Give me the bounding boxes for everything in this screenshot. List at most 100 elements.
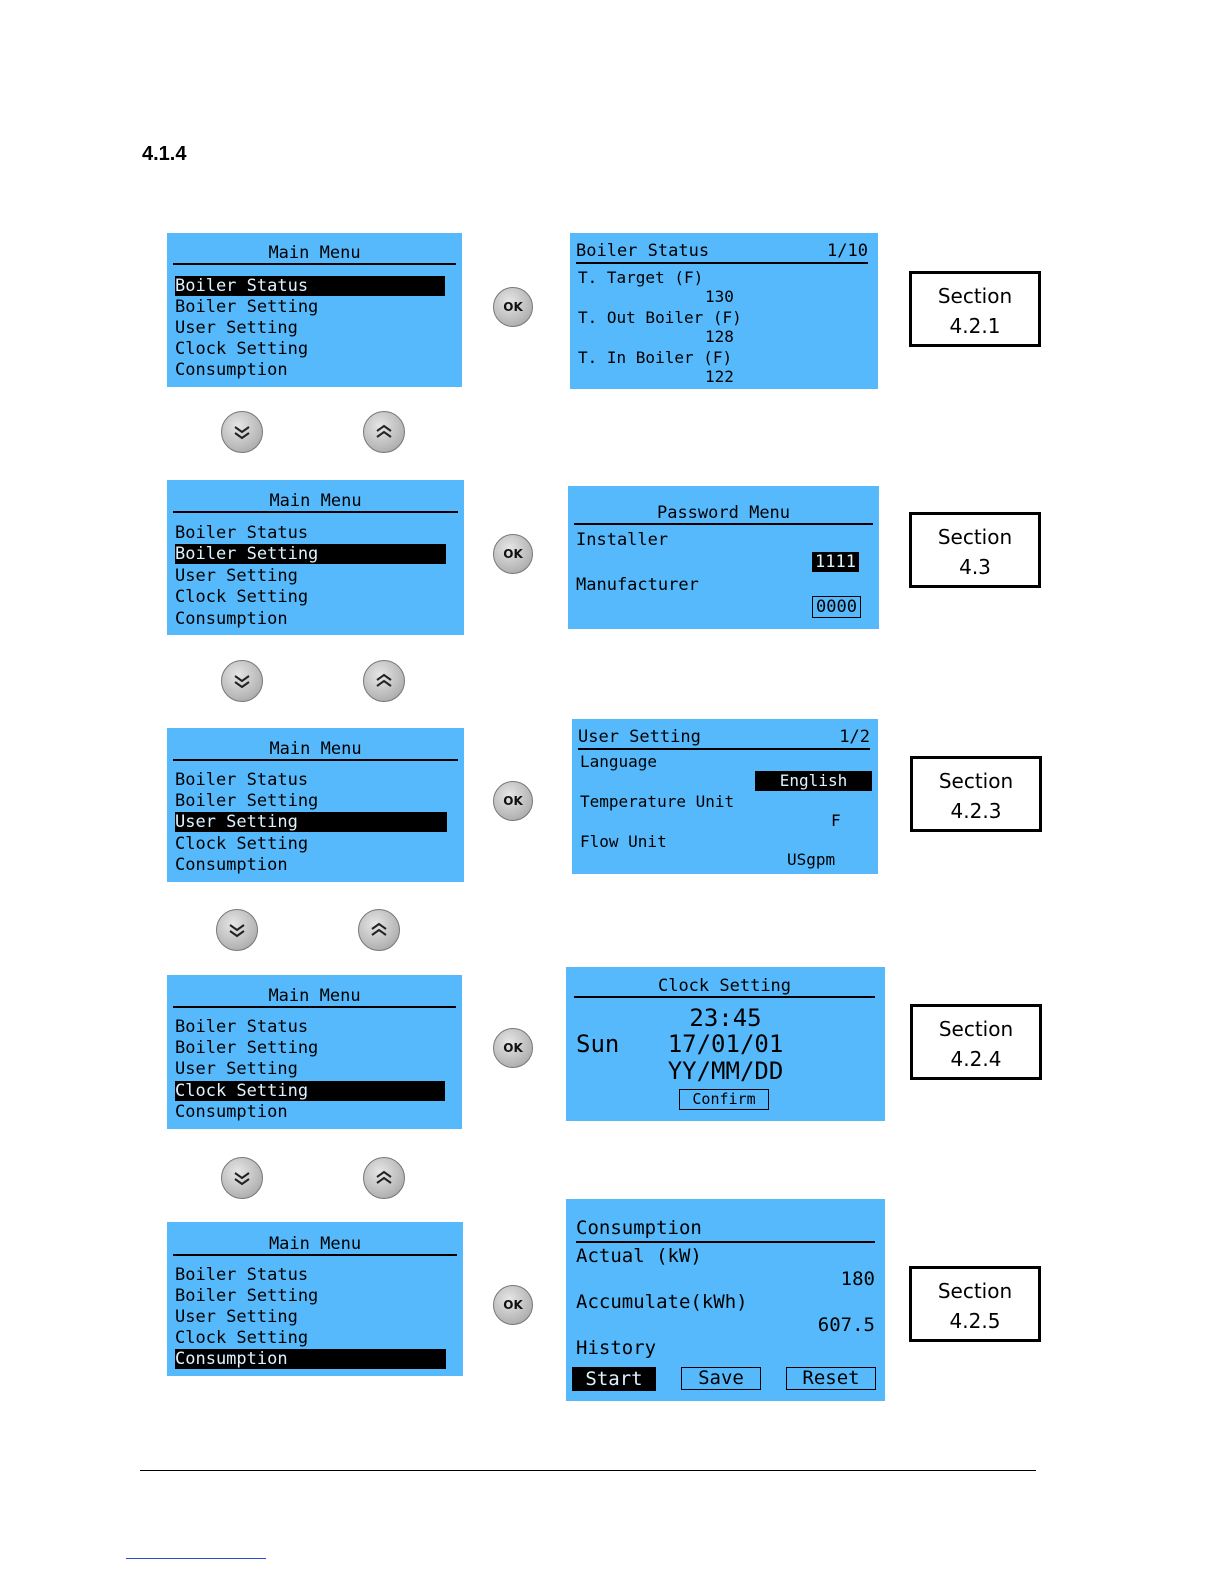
down-button[interactable]: [216, 909, 258, 951]
boiler-status-screen: Boiler Status 1/10 T. Target (F) 130 T. …: [570, 233, 878, 389]
menu-item-consumption[interactable]: Consumption: [175, 1102, 288, 1122]
main-menu-title: Main Menu: [173, 1234, 457, 1256]
menu-item-boiler-setting[interactable]: Boiler Setting: [175, 1038, 319, 1058]
down-button[interactable]: [221, 1157, 263, 1199]
flow-unit-value[interactable]: USgpm: [787, 850, 836, 869]
menu-item-user-setting[interactable]: User Setting: [175, 566, 298, 586]
menu-item-consumption[interactable]: Consumption: [175, 855, 288, 875]
down-button[interactable]: [221, 411, 263, 453]
installer-label: Installer: [576, 530, 669, 550]
main-menu-title: Main Menu: [173, 243, 456, 265]
section-ref-box: Section 4.2.5: [909, 1266, 1041, 1342]
menu-item-consumption[interactable]: Consumption: [175, 1349, 446, 1369]
user-setting-screen: User Setting 1/2 Language English Temper…: [572, 719, 878, 874]
flow-unit-label: Flow Unit: [580, 832, 667, 851]
menu-item-boiler-status[interactable]: Boiler Status: [175, 276, 445, 296]
double-chevron-down-icon: [234, 426, 250, 440]
manufacturer-password-field[interactable]: 0000: [812, 596, 861, 618]
section-ref-label: Section: [938, 1017, 1014, 1041]
menu-item-boiler-status[interactable]: Boiler Status: [175, 1265, 309, 1285]
t-out-boiler-label: T. Out Boiler (F): [578, 308, 742, 327]
ok-button[interactable]: OK: [493, 534, 533, 574]
section-ref-number: 4.2.5: [949, 1309, 1001, 1333]
menu-item-clock-setting[interactable]: Clock Setting: [175, 1328, 309, 1348]
menu-item-consumption[interactable]: Consumption: [175, 609, 288, 629]
up-button[interactable]: [363, 660, 405, 702]
save-button[interactable]: Save: [681, 1367, 761, 1390]
menu-item-user-setting[interactable]: User Setting: [175, 1059, 298, 1079]
t-target-value: 130: [705, 287, 734, 306]
double-chevron-up-icon: [371, 922, 387, 936]
double-chevron-down-icon: [229, 924, 245, 938]
double-chevron-up-icon: [376, 673, 392, 687]
main-menu-screen-3: Main Menu Boiler Status Boiler Setting U…: [167, 728, 464, 882]
main-menu-screen-5: Main Menu Boiler Status Boiler Setting U…: [167, 1222, 463, 1376]
clock-day[interactable]: Sun: [576, 1030, 620, 1058]
ok-button[interactable]: OK: [493, 1285, 533, 1325]
boiler-status-header: Boiler Status 1/10: [576, 241, 868, 264]
down-button[interactable]: [221, 660, 263, 702]
language-value[interactable]: English: [755, 771, 872, 791]
menu-item-user-setting[interactable]: User Setting: [175, 318, 298, 338]
menu-item-consumption[interactable]: Consumption: [175, 360, 288, 380]
main-menu-screen-2: Main Menu Boiler Status Boiler Setting U…: [167, 480, 464, 635]
section-heading: 4.1.4: [142, 143, 187, 165]
menu-item-clock-setting[interactable]: Clock Setting: [175, 834, 309, 854]
clock-setting-title: Clock Setting: [574, 976, 875, 998]
section-ref-box: Section 4.2.1: [909, 271, 1041, 347]
section-ref-label: Section: [937, 1279, 1013, 1303]
up-button[interactable]: [363, 411, 405, 453]
temperature-unit-value[interactable]: F: [831, 811, 841, 830]
start-button[interactable]: Start: [572, 1367, 656, 1391]
user-setting-header: User Setting 1/2: [578, 727, 870, 750]
section-ref-number: 4.2.1: [949, 314, 1001, 338]
ok-button[interactable]: OK: [493, 1028, 533, 1068]
up-button[interactable]: [358, 909, 400, 951]
menu-item-boiler-status[interactable]: Boiler Status: [175, 523, 309, 543]
consumption-title: Consumption: [576, 1217, 702, 1239]
double-chevron-down-icon: [234, 1172, 250, 1186]
manufacturer-label: Manufacturer: [576, 575, 699, 595]
section-ref-label: Section: [937, 284, 1013, 308]
boiler-status-page: 1/10: [827, 241, 868, 261]
clock-time[interactable]: 23:45: [689, 1004, 762, 1032]
t-target-label: T. Target (F): [578, 268, 704, 287]
confirm-button[interactable]: Confirm: [679, 1089, 769, 1110]
actual-label: Actual (kW): [576, 1245, 702, 1267]
menu-item-boiler-status[interactable]: Boiler Status: [175, 1017, 309, 1037]
reset-button[interactable]: Reset: [786, 1367, 876, 1390]
menu-item-clock-setting[interactable]: Clock Setting: [175, 339, 309, 359]
section-ref-number: 4.2.4: [950, 1047, 1002, 1071]
date-format: YY/MM/DD: [667, 1057, 784, 1085]
section-ref-box: Section 4.3: [909, 512, 1041, 588]
main-menu-title: Main Menu: [173, 986, 456, 1008]
password-menu-screen: Password Menu Installer 1111 Manufacture…: [568, 486, 879, 629]
menu-item-boiler-setting[interactable]: Boiler Setting: [175, 544, 446, 564]
consumption-header: Consumption: [576, 1217, 875, 1243]
menu-item-boiler-status[interactable]: Boiler Status: [175, 770, 309, 790]
menu-item-user-setting[interactable]: User Setting: [175, 1307, 298, 1327]
menu-item-boiler-setting[interactable]: Boiler Setting: [175, 297, 319, 317]
section-ref-label: Section: [938, 769, 1014, 793]
t-out-boiler-value: 128: [705, 327, 734, 346]
menu-item-clock-setting[interactable]: Clock Setting: [175, 1081, 445, 1101]
clock-setting-screen: Clock Setting 23:45 Sun 17/01/01 YY/MM/D…: [566, 967, 885, 1121]
menu-item-boiler-setting[interactable]: Boiler Setting: [175, 791, 319, 811]
footer-link-underline[interactable]: [126, 1558, 266, 1559]
section-ref-number: 4.2.3: [950, 799, 1002, 823]
actual-value: 180: [840, 1268, 875, 1290]
up-button[interactable]: [363, 1157, 405, 1199]
installer-password-field[interactable]: 1111: [812, 552, 859, 572]
double-chevron-up-icon: [376, 1170, 392, 1184]
menu-item-user-setting[interactable]: User Setting: [175, 812, 447, 832]
footer-rule: [140, 1470, 1036, 1471]
ok-button[interactable]: OK: [493, 781, 533, 821]
t-in-boiler-value: 122: [705, 367, 734, 386]
menu-item-clock-setting[interactable]: Clock Setting: [175, 587, 309, 607]
accumulate-label: Accumulate(kWh): [576, 1291, 748, 1313]
main-menu-screen-4: Main Menu Boiler Status Boiler Setting U…: [167, 975, 462, 1129]
clock-date[interactable]: 17/01/01: [667, 1030, 784, 1058]
ok-button[interactable]: OK: [493, 287, 533, 327]
menu-item-boiler-setting[interactable]: Boiler Setting: [175, 1286, 319, 1306]
main-menu-title: Main Menu: [173, 491, 458, 513]
